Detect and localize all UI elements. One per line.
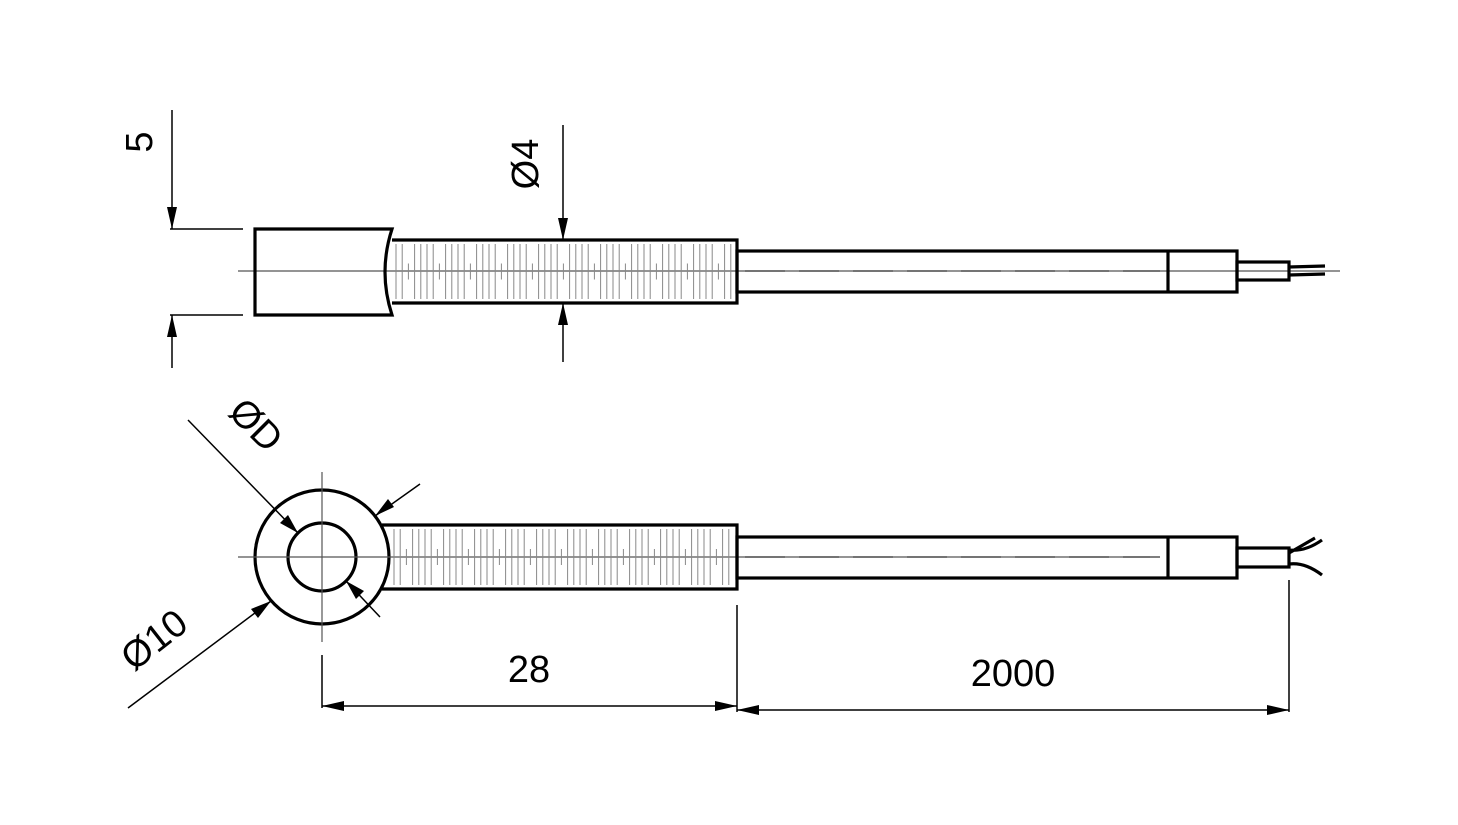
arrow-head xyxy=(167,207,177,229)
inner-insulation xyxy=(1235,260,1291,282)
arrow-head xyxy=(167,315,177,337)
ring-inner-label: ØD xyxy=(220,391,290,461)
side-view: 5 Ø4 xyxy=(119,110,1340,368)
inner-insulation xyxy=(1235,546,1291,569)
shaft-length-label: 28 xyxy=(508,649,550,691)
shaft-diameter-label: Ø4 xyxy=(505,139,547,190)
arrow-head xyxy=(280,515,298,533)
dimension-line xyxy=(127,600,272,709)
wire-ends-split xyxy=(1288,536,1323,577)
shaft-knurl-pattern xyxy=(393,529,730,585)
arrow-head xyxy=(251,601,271,618)
sensor-tip-cap xyxy=(253,227,395,317)
tip-height-label: 5 xyxy=(119,131,161,152)
ring-view: ØD Ø10 28 2000 xyxy=(113,391,1323,715)
arrow-head xyxy=(346,581,364,599)
arrow-head xyxy=(558,218,568,240)
arrow-head xyxy=(737,705,759,715)
wire-ends xyxy=(1288,264,1326,277)
shaft-knurl-pattern xyxy=(395,244,732,299)
arrow-head xyxy=(1267,705,1289,715)
dimension-line xyxy=(187,419,299,534)
arrow-head xyxy=(715,701,737,711)
ring-outer-label: Ø10 xyxy=(113,602,195,679)
cable-length-label: 2000 xyxy=(971,653,1056,695)
arrow-head xyxy=(375,499,394,516)
arrow-head xyxy=(322,701,344,711)
arrow-head xyxy=(558,303,568,325)
